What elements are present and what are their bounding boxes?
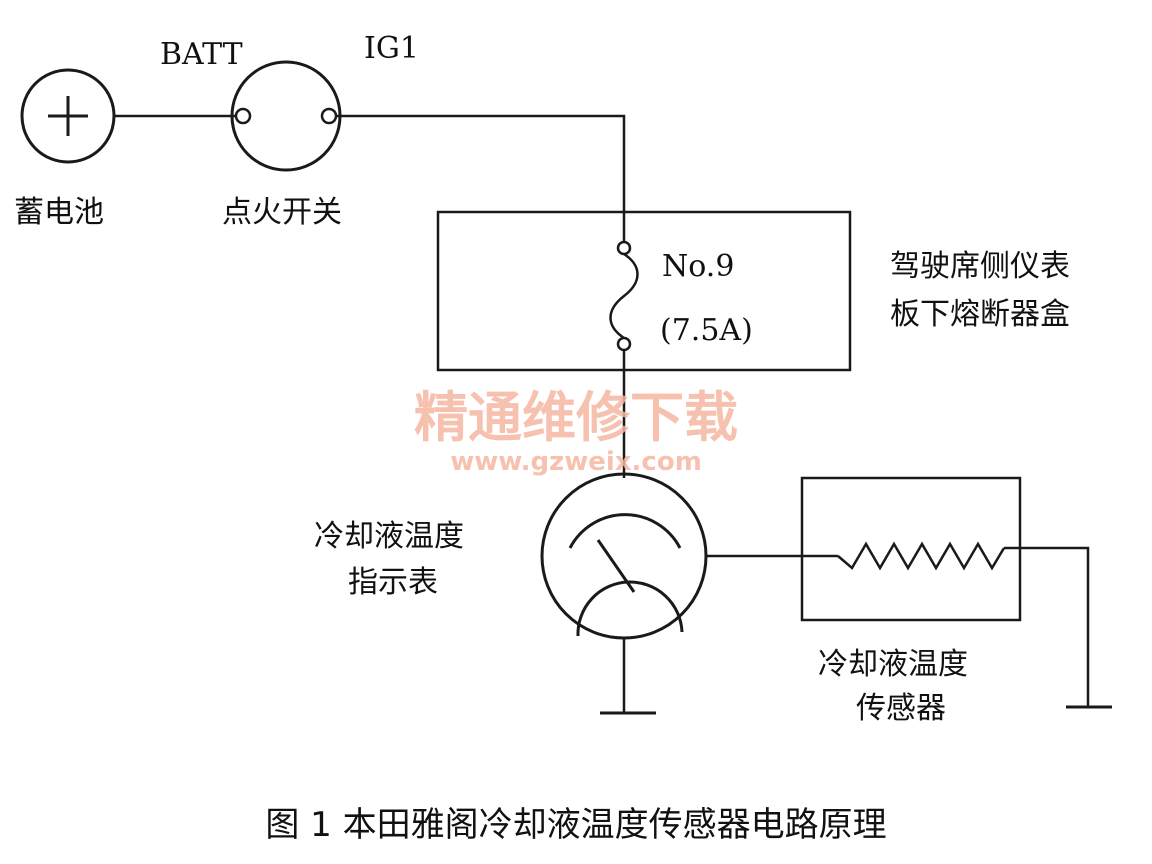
figure-caption: 图 1 本田雅阁冷却液温度传感器电路原理 [265, 805, 886, 845]
gauge-label-line1: 冷却液温度 [314, 519, 464, 554]
gauge-ground-symbol [600, 638, 656, 715]
sensor-label-line2: 传感器 [856, 691, 946, 726]
battery-symbol [20, 68, 116, 164]
wire-sensor-to-ground [1004, 546, 1090, 706]
wire-switch-to-fuse [336, 114, 626, 242]
fuse-box [436, 210, 852, 372]
ignition-switch-symbol [230, 60, 342, 172]
fuse-box-label-line2: 板下熔断器盒 [890, 297, 1070, 332]
fuse-rating-label: (7.5A) [660, 313, 753, 348]
sensor-resistor-symbol [837, 541, 1006, 571]
sensor-box [800, 476, 1022, 622]
gauge-label-line2: 指示表 [348, 565, 438, 600]
temperature-gauge-symbol [540, 472, 708, 640]
watermark-url: www.gzweix.com [450, 447, 702, 477]
fuse-number-label: No.9 [662, 249, 734, 284]
battery-label: 蓄电池 [14, 195, 104, 230]
fuse-box-label-line1: 驾驶席侧仪表 [890, 249, 1070, 284]
ignition-switch-label: 点火开关 [222, 195, 342, 230]
batt-label: BATT [160, 37, 243, 72]
sensor-label-line1: 冷却液温度 [818, 647, 968, 682]
ig1-label: IG1 [364, 31, 419, 66]
fuse-symbol [609, 240, 639, 352]
watermark-title: 精通维修下载 [414, 386, 738, 449]
